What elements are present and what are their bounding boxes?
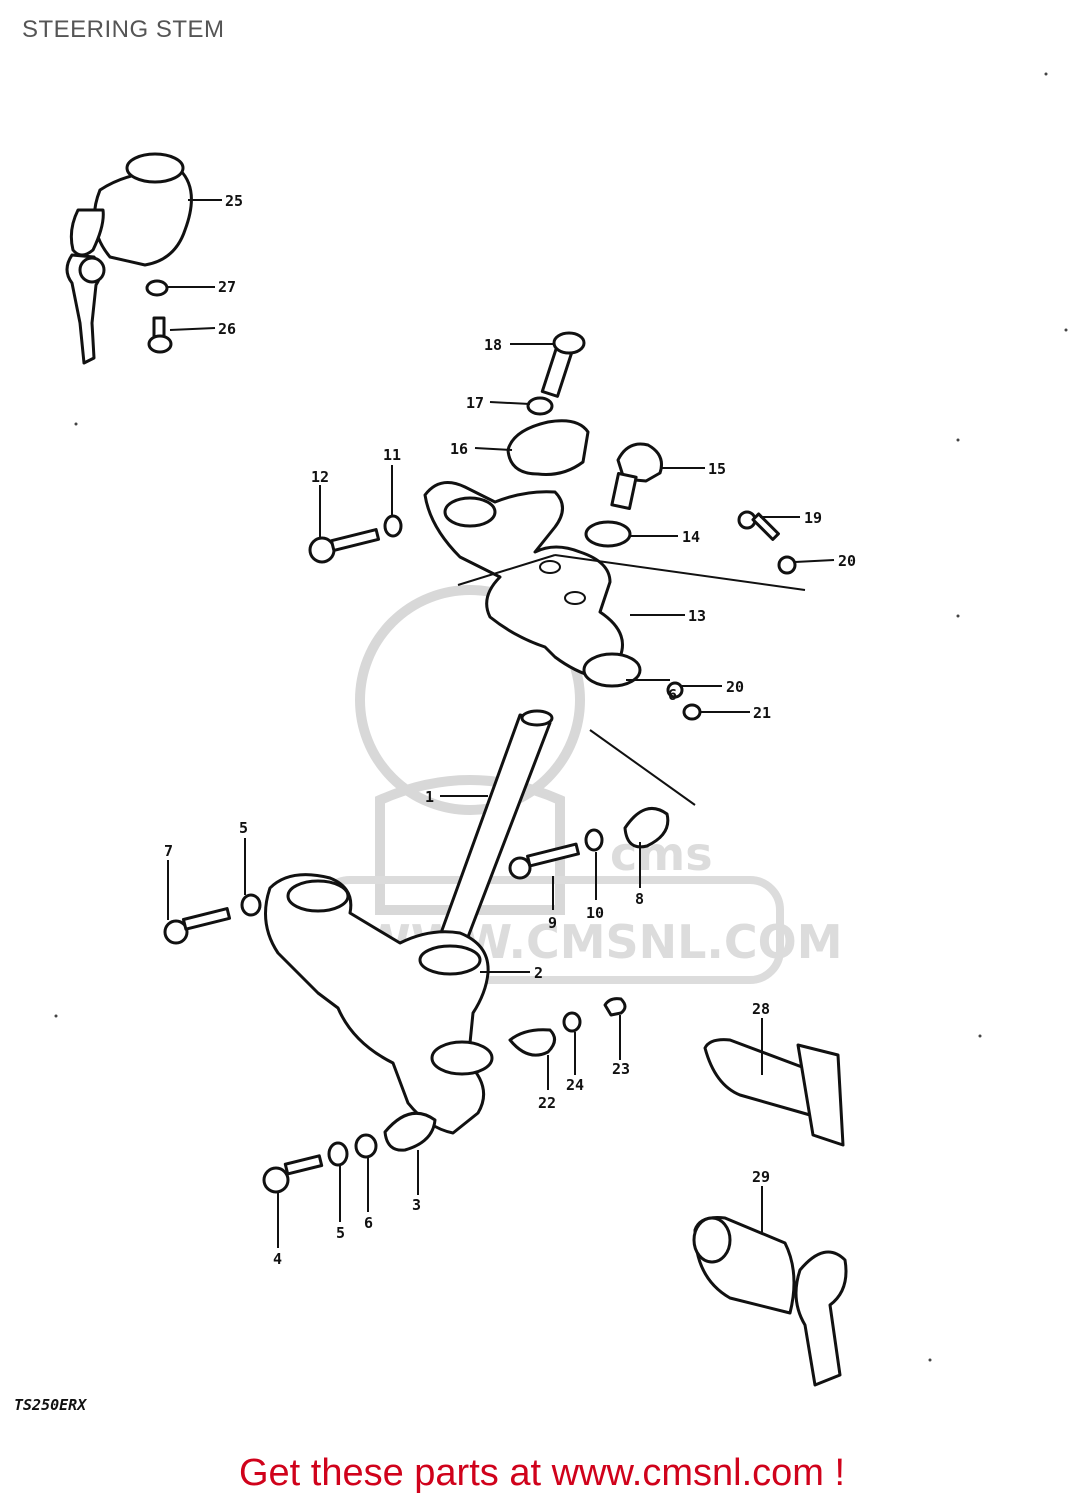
callout-27: 27 [218, 278, 236, 296]
callout-4: 4 [273, 1250, 282, 1268]
callout-24: 24 [566, 1076, 584, 1094]
steering-lock-part-29[interactable] [692, 1216, 848, 1387]
bolt-part-19[interactable] [737, 510, 780, 541]
callout-15: 15 [708, 460, 726, 478]
footer-shop-link[interactable]: Get these parts at www.cmsnl.com ! [238, 1452, 846, 1494]
callout-28: 28 [752, 1000, 770, 1018]
callout-3: 3 [412, 1196, 421, 1214]
handlebar-holder-part-16[interactable] [506, 419, 590, 476]
callout-5a: 5 [239, 819, 248, 837]
bolt-part-12[interactable] [308, 528, 381, 564]
callout-21: 21 [753, 704, 771, 722]
callout-6b: 6 [364, 1214, 373, 1232]
washer-part-6[interactable] [354, 1133, 378, 1159]
steering-lock-part-28[interactable] [703, 1038, 845, 1147]
washer-part-5a[interactable] [240, 893, 262, 917]
callout-6a: 6 [668, 686, 677, 704]
clip-part-3[interactable] [383, 1111, 437, 1152]
washer-part-5b[interactable] [327, 1141, 349, 1167]
nut-part-21[interactable] [682, 703, 702, 721]
callout-8: 8 [635, 890, 644, 908]
washer-part-20b[interactable] [666, 681, 684, 699]
page-title: STEERING STEM [22, 16, 225, 43]
callout-13: 13 [688, 607, 706, 625]
callout-20a: 20 [838, 552, 856, 570]
model-code: TS250ERX [14, 1396, 87, 1414]
callout-2: 2 [534, 964, 543, 982]
upper-bracket-part-13[interactable] [423, 481, 624, 679]
callout-5b: 5 [336, 1224, 345, 1242]
bolt-part-15[interactable] [610, 442, 663, 511]
nut-part-17[interactable] [526, 396, 554, 416]
callout-11: 11 [383, 446, 401, 464]
clip-part-8[interactable] [623, 806, 670, 849]
nut-part-24[interactable] [562, 1011, 582, 1033]
callout-26: 26 [218, 320, 236, 338]
screw-part-23[interactable] [603, 997, 627, 1017]
leader-lines [167, 199, 835, 1248]
washer-part-10[interactable] [584, 828, 604, 852]
callout-numbers: 25 27 26 18 17 16 15 14 19 20 13 20 6 21… [164, 192, 856, 1268]
callout-17: 17 [466, 394, 484, 412]
clamp-part-22[interactable] [508, 1028, 556, 1057]
nut-part-11[interactable] [383, 514, 403, 538]
callout-7: 7 [164, 842, 173, 860]
callout-19: 19 [804, 509, 822, 527]
ignition-switch-part[interactable] [65, 152, 193, 365]
callout-25: 25 [225, 192, 243, 210]
bolt-part-26[interactable] [147, 316, 173, 354]
bolt-part-7[interactable] [163, 907, 232, 945]
bolt-part-9[interactable] [508, 842, 580, 880]
callout-29: 29 [752, 1168, 770, 1186]
scan-specks [54, 72, 1068, 1362]
callout-18: 18 [484, 336, 502, 354]
steering-stem-part-1[interactable] [431, 709, 554, 965]
callout-22: 22 [538, 1094, 556, 1112]
callout-1: 1 [425, 788, 434, 806]
washer-part-14[interactable] [584, 520, 632, 548]
callout-9: 9 [548, 914, 557, 932]
callout-20b: 20 [726, 678, 744, 696]
callout-16: 16 [450, 440, 468, 458]
bolt-part-4[interactable] [262, 1154, 324, 1194]
bolt-part-18[interactable] [540, 331, 586, 398]
washer-part-20a[interactable] [777, 555, 797, 575]
callout-23: 23 [612, 1060, 630, 1078]
washer-part-27[interactable] [145, 279, 169, 297]
callout-14: 14 [682, 528, 700, 546]
callout-12: 12 [311, 468, 329, 486]
callout-10: 10 [586, 904, 604, 922]
